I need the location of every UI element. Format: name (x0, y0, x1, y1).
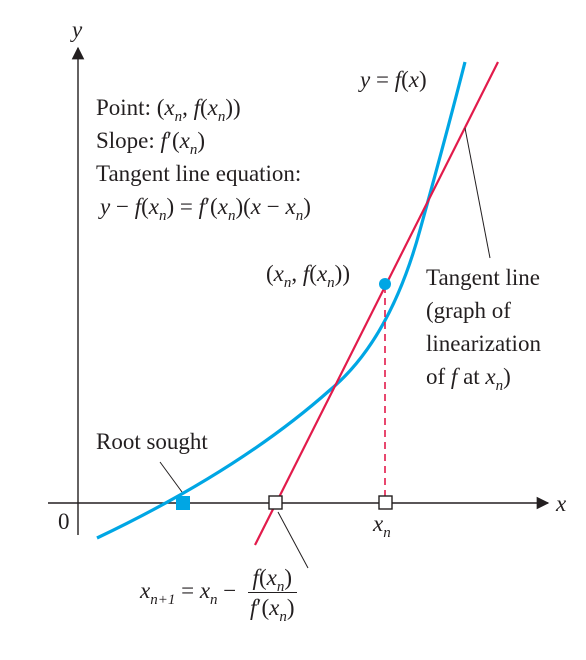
tangent-label-line-1: Tangent line (426, 265, 540, 290)
info-equation-title: Tangent line equation: (96, 161, 302, 186)
tangent-label-line-4: of f at xn) (426, 364, 511, 394)
newton-fraction: f(xn) f′(xn) (248, 565, 297, 625)
info-equation: y − f(xn) = f′(xn)(x − xn) (100, 194, 311, 224)
point-label: (xn, f(xn)) (266, 261, 350, 291)
root-label: Root sought (96, 429, 208, 454)
xn1-marker (268, 495, 283, 510)
root-marker (176, 496, 190, 510)
tangent-label-line-3: linearization (426, 331, 541, 356)
info-slope-line: Slope: f′(xn) (96, 128, 206, 158)
info-point-line: Point: (xn, f(xn)) (96, 95, 241, 125)
root-label-leader (159, 461, 183, 493)
tangency-point (379, 278, 391, 290)
curve-label: y = f(x) (360, 67, 427, 92)
formula-leader (277, 511, 309, 569)
curve-f (96, 61, 467, 540)
xn-label: xn (373, 511, 391, 541)
newton-formula: xn+1 = xn − f(xn) f′(xn) (140, 565, 297, 625)
tangent-label-line-2: (graph of (426, 298, 511, 323)
y-axis-label: y (72, 17, 83, 42)
x-axis-label: x (556, 491, 567, 516)
tangent-label-leader (464, 127, 491, 259)
xn-marker (378, 495, 393, 510)
origin-label: 0 (58, 509, 70, 534)
tangent-line (254, 61, 499, 546)
